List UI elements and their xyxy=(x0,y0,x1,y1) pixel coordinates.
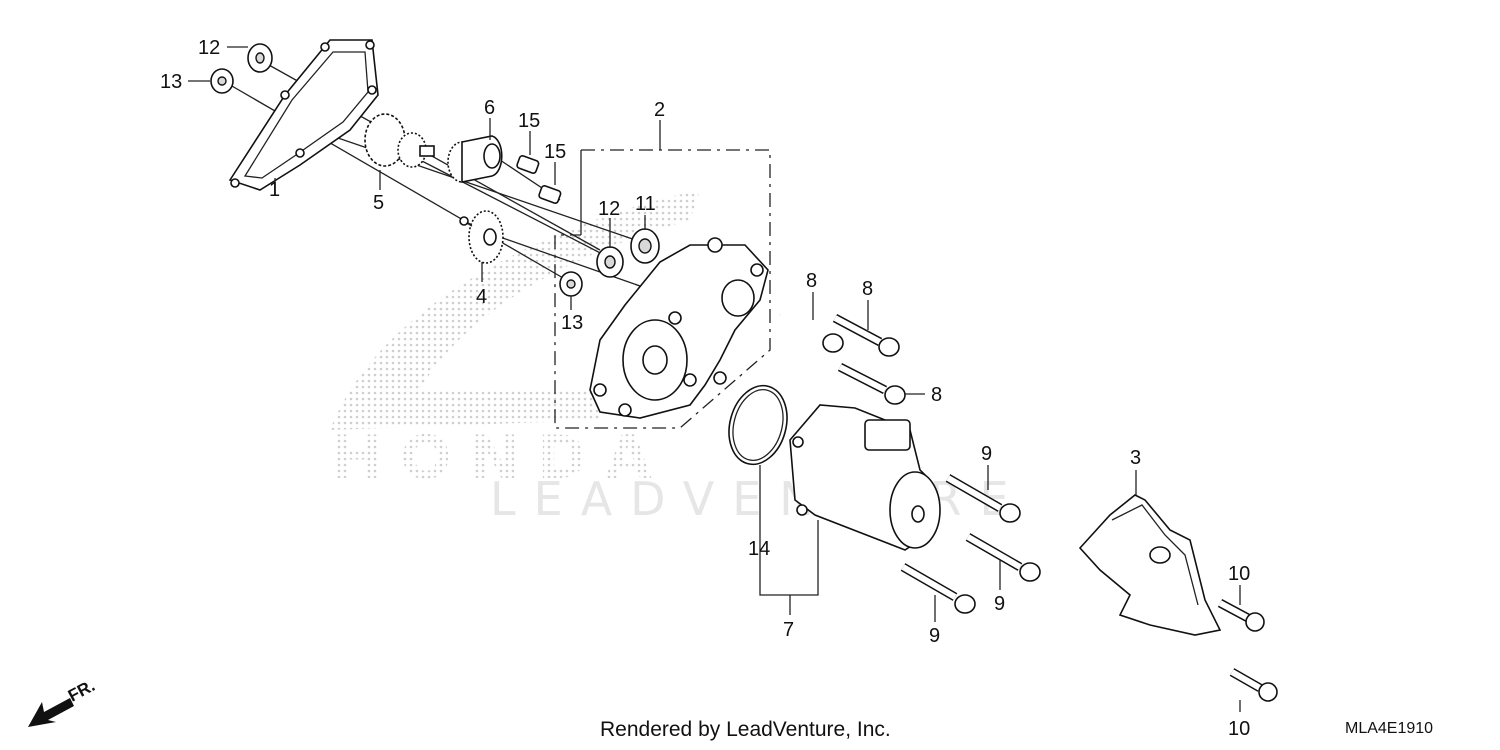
callout-10a: 10 xyxy=(1228,563,1250,585)
diagram-code: MLA4E1910 xyxy=(1345,720,1434,737)
part-bolt-9b[interactable] xyxy=(965,533,1041,582)
callout-14: 14 xyxy=(748,538,770,560)
front-direction-indicator: FR. xyxy=(28,676,98,727)
part-washer-13-lower[interactable] xyxy=(559,271,583,297)
callout-4: 4 xyxy=(476,286,487,308)
part-bolt-10a[interactable] xyxy=(1217,599,1265,632)
callout-8a: 8 xyxy=(806,270,817,292)
callout-11: 11 xyxy=(635,193,656,215)
part-gear-case-bracket xyxy=(554,149,771,429)
part-bolt-9a[interactable] xyxy=(945,474,1021,523)
callout-8b: 8 xyxy=(862,278,873,300)
part-bolt-10b[interactable] xyxy=(1229,668,1278,702)
callout-7: 7 xyxy=(783,619,794,641)
watermark-wing-logo xyxy=(330,190,700,430)
part-bolt-8b[interactable] xyxy=(832,314,900,357)
part-compound-gear[interactable] xyxy=(364,113,435,168)
watermark-studio: LEADVENTURE xyxy=(490,472,1027,526)
watermark-brand: HONDA xyxy=(332,423,670,493)
part-dowel-pin-a[interactable] xyxy=(516,154,540,174)
callout-10b: 10 xyxy=(1228,718,1250,740)
callout-13-lower: 13 xyxy=(561,312,583,334)
callout-9a: 9 xyxy=(981,443,992,465)
part-bearing-11[interactable] xyxy=(630,228,660,264)
part-gasket[interactable] xyxy=(228,39,379,191)
callout-13-upper: 13 xyxy=(160,71,182,93)
callout-labels: 12 13 1 5 6 15 15 2 12 11 4 13 8 8 8 9 9… xyxy=(160,37,1250,740)
part-reduction-gear[interactable] xyxy=(459,210,504,264)
part-bolt-8a[interactable] xyxy=(778,312,844,353)
part-bolt-8c[interactable] xyxy=(837,362,906,405)
callout-5: 5 xyxy=(373,192,384,214)
callout-15-lower: 15 xyxy=(544,141,566,163)
callout-6: 6 xyxy=(484,97,495,119)
front-arrow-icon xyxy=(28,698,74,727)
callout-1: 1 xyxy=(269,179,280,201)
part-motor-cover[interactable] xyxy=(1078,494,1222,636)
callout-9b: 9 xyxy=(994,593,1005,615)
leader-lines xyxy=(188,46,1241,712)
part-gear-case[interactable] xyxy=(589,237,769,419)
part-dowel-pin-b[interactable] xyxy=(538,184,562,204)
callout-12-upper: 12 xyxy=(198,37,220,59)
callout-2: 2 xyxy=(654,99,665,121)
callout-12-lower: 12 xyxy=(598,198,620,220)
part-pinion-gear[interactable] xyxy=(447,135,503,183)
part-o-ring[interactable] xyxy=(721,379,796,471)
footer-credit: Rendered by LeadVenture, Inc. xyxy=(600,718,891,741)
callout-9c: 9 xyxy=(929,625,940,647)
callout-15-upper: 15 xyxy=(518,110,540,132)
part-washer-12-lower[interactable] xyxy=(596,246,624,278)
part-washer-12-upper[interactable] xyxy=(247,43,273,73)
part-bolt-9c[interactable] xyxy=(900,563,976,614)
part-shift-motor[interactable] xyxy=(789,404,941,551)
callout-3: 3 xyxy=(1130,447,1141,469)
callout-8c: 8 xyxy=(931,384,942,406)
part-washer-13-upper[interactable] xyxy=(210,68,234,94)
